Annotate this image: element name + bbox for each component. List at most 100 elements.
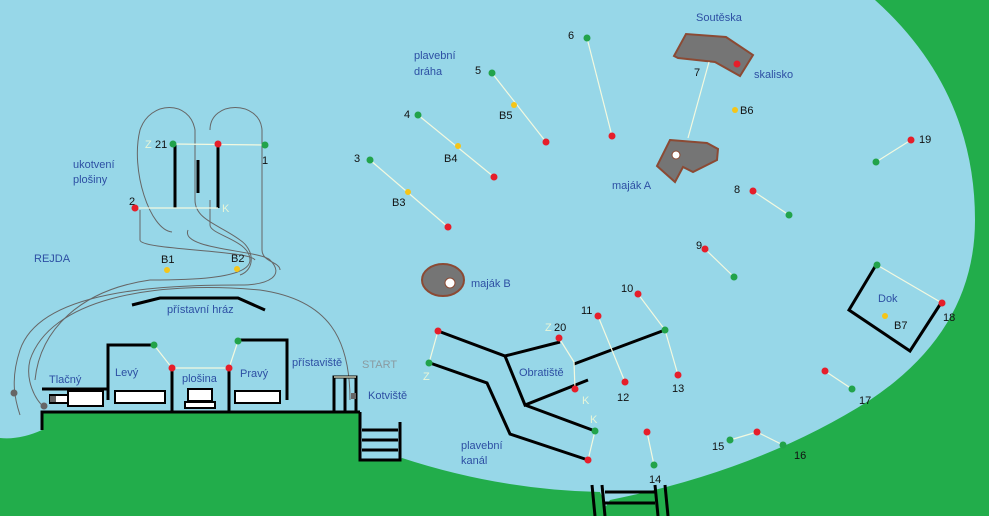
bojka-labels: B1 B2 B3 B4 B5 B6 B7: [161, 105, 907, 332]
bojka-b4-label: B4: [444, 153, 457, 165]
bojka-b4: [455, 143, 461, 149]
gate-12-label: 12: [617, 392, 629, 404]
bojka-b7: [882, 313, 888, 319]
start-marker: [351, 393, 356, 399]
buoy-green: [591, 427, 599, 435]
buoy-green: [661, 326, 669, 334]
buoy-green: [872, 158, 880, 166]
buoy-red: [938, 299, 946, 307]
marker-z: Z: [545, 322, 552, 334]
label-ukotveni: plošiny: [73, 174, 108, 186]
buoy-green: [414, 111, 422, 119]
gate-8-label: 8: [734, 184, 740, 196]
gate-2-label: 2: [129, 196, 135, 208]
buoy-green: [150, 341, 158, 349]
lighthouse-a-rock: [655, 138, 720, 184]
buoy-red: [490, 173, 498, 181]
land-right: [600, 0, 989, 516]
buoy-red: [821, 367, 829, 375]
buoy-red: [555, 334, 563, 342]
bojka-b6: [732, 107, 738, 113]
label-plavebni-kanal: kanál: [461, 455, 487, 467]
buoy-red: [542, 138, 550, 146]
route-paths: [13, 107, 351, 416]
label-ukotveni: ukotvení: [73, 159, 115, 171]
gate-17-label: 17: [859, 395, 871, 407]
gate-10-label: 10: [621, 283, 633, 295]
buoy-red: [584, 456, 592, 464]
gate-numbers: 1 2 3 4 5 6 7 8 9 10 11 12 13 14 15 16 1…: [129, 30, 955, 486]
gate-16-label: 16: [794, 450, 806, 462]
label-levy: Levý: [115, 367, 139, 379]
gate-5-label: 5: [475, 65, 481, 77]
bojka-b2: [234, 266, 240, 272]
marker-k: K: [222, 203, 230, 215]
buoy-green: [730, 273, 738, 281]
buoy-red: [749, 187, 757, 195]
rock-skalisko: [672, 32, 755, 78]
label-dok: Dok: [878, 293, 898, 305]
label-rejda: REJDA: [34, 253, 71, 265]
marker-z: Z: [423, 371, 430, 383]
buoy-red: [643, 428, 651, 436]
gate-4-label: 4: [404, 109, 410, 121]
gate-7-label: 7: [694, 67, 700, 79]
gate-20-label: 20: [554, 322, 566, 334]
buoy-red: [434, 327, 442, 335]
buoy-red: [701, 245, 709, 253]
label-obratiste: Obratiště: [519, 367, 564, 379]
buoy-red: [131, 204, 139, 212]
label-plosina: plošina: [182, 373, 218, 385]
buoy-red: [594, 312, 602, 320]
label-pravy: Pravý: [240, 368, 269, 380]
marker-k: K: [582, 395, 590, 407]
buoys: [131, 34, 946, 469]
label-plavebni-kanal: plavební: [461, 440, 503, 452]
buoy-green: [785, 211, 793, 219]
buoy-green: [169, 140, 177, 148]
buoy-red: [733, 60, 741, 68]
buoy-red: [907, 136, 915, 144]
tlacny-marker: [50, 396, 56, 402]
label-majak-b: maják B: [471, 278, 511, 290]
bojka-b3: [405, 189, 411, 195]
label-tlacny: Tlačný: [49, 374, 82, 386]
bojka-b1-label: B1: [161, 254, 174, 266]
buoy-green: [425, 359, 433, 367]
lighthouse-a-icon: [671, 150, 681, 160]
boats: [49, 388, 281, 409]
buoy-red: [621, 378, 629, 386]
buoy-green: [234, 337, 242, 345]
label-plavebni-draha: plavební: [414, 50, 456, 62]
buoy-green: [650, 461, 658, 469]
route-node: [40, 402, 48, 410]
buoy-red: [444, 223, 452, 231]
gate-6-label: 6: [568, 30, 574, 42]
bojka-b7-label: B7: [894, 320, 907, 332]
lighthouse-b-icon: [444, 277, 456, 289]
land-bottom: [0, 412, 610, 516]
gate-1-label: 1: [262, 155, 268, 167]
gate-21-label: 21: [155, 139, 167, 151]
lighthouse-b-rock: [421, 263, 465, 297]
gate-3-label: 3: [354, 153, 360, 165]
gate-13-label: 13: [672, 383, 684, 395]
gate-9-label: 9: [696, 240, 702, 252]
buoy-green: [726, 436, 734, 444]
buoy-green: [873, 261, 881, 269]
buoy-red: [753, 428, 761, 436]
bojka-b6-label: B6: [740, 105, 753, 117]
buoy-green: [583, 34, 591, 42]
label-start: START: [362, 359, 397, 371]
gate-11-label: 11: [581, 305, 592, 317]
gate-19-label: 19: [919, 134, 931, 146]
label-pristavni-hraz: přístavní hráz: [167, 304, 234, 316]
area-labels: Soutěska skalisko plavební dráha ukotven…: [34, 12, 898, 467]
zk-markers: Z K Z K Z K: [145, 139, 598, 426]
bojka-b1: [164, 267, 170, 273]
marker-z: Z: [145, 139, 152, 151]
buoy-green: [488, 69, 496, 77]
gate-15-label: 15: [712, 441, 724, 453]
label-pristaviste: přístaviště: [292, 357, 342, 369]
